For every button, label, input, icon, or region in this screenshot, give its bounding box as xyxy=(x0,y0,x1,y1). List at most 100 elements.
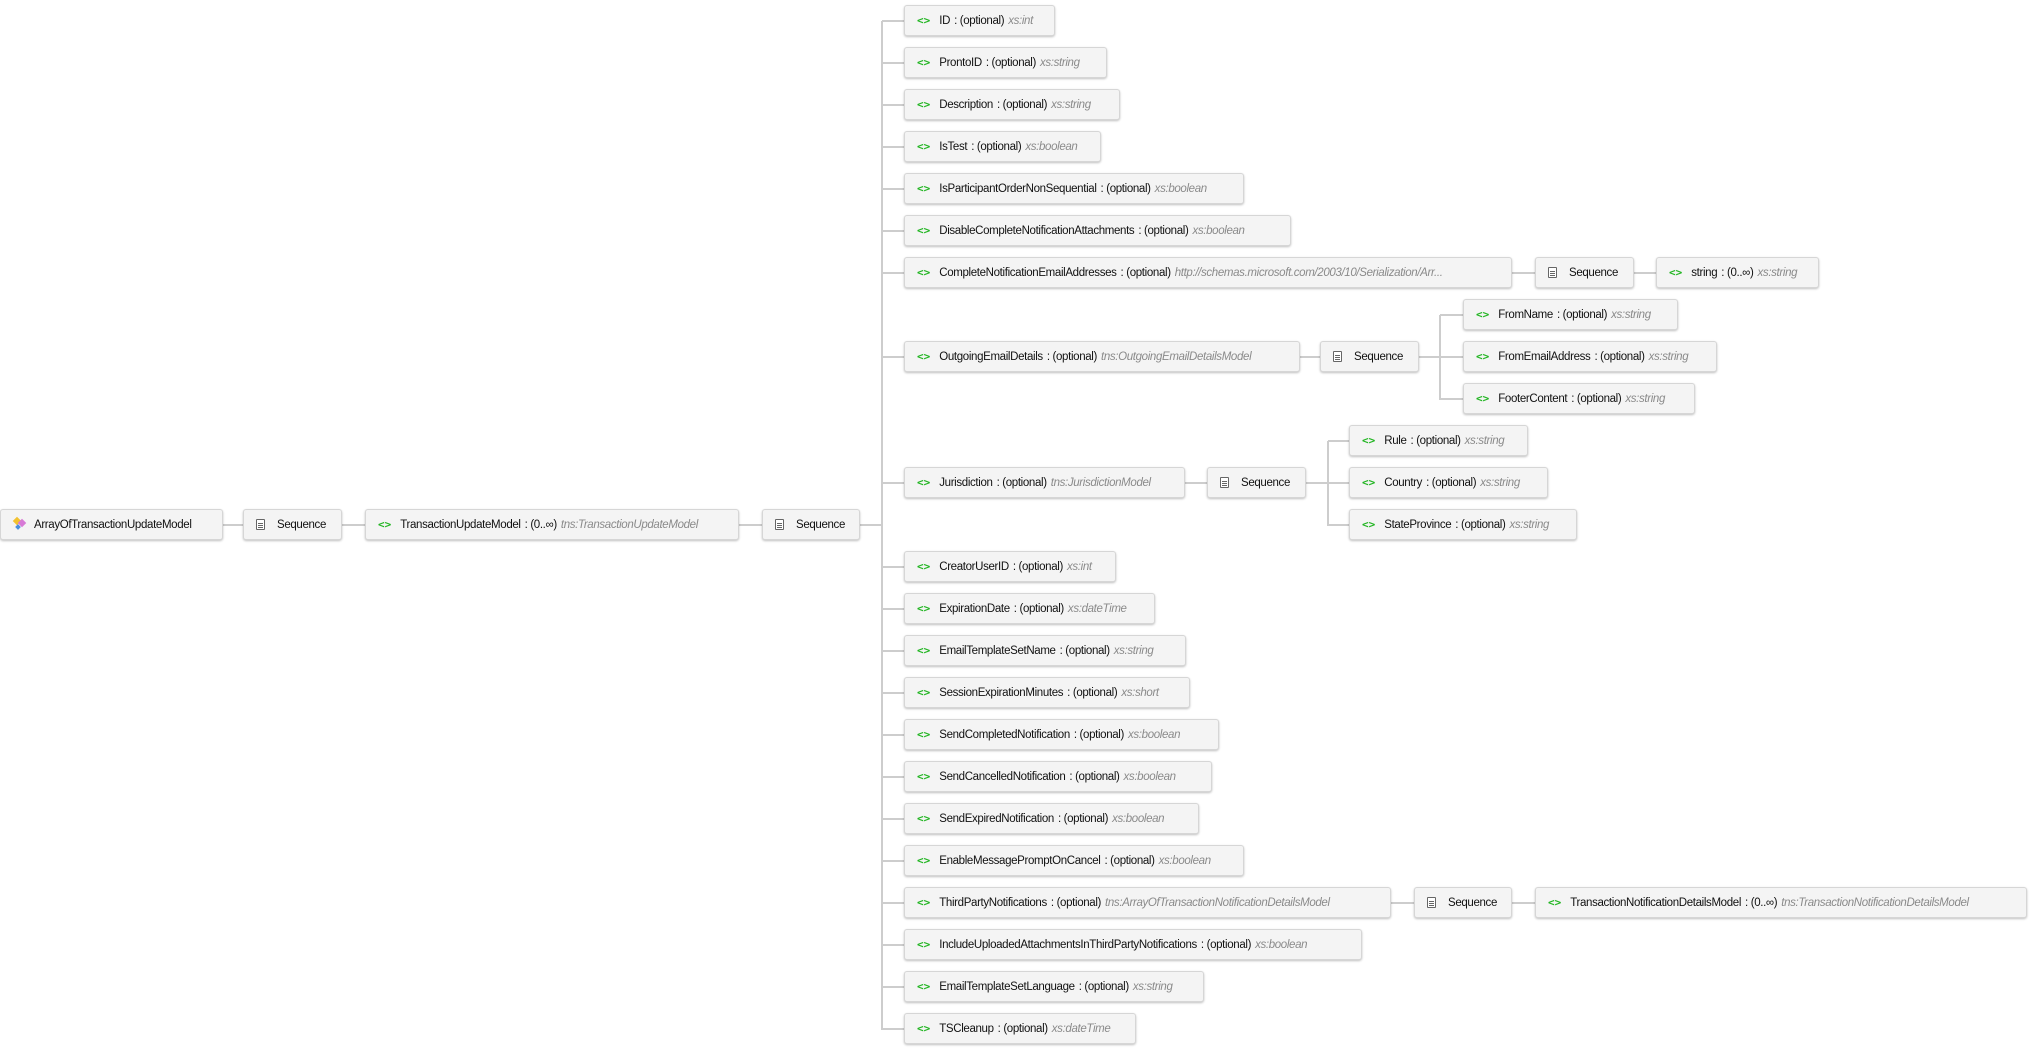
sequence-node[interactable]: Sequence xyxy=(1207,467,1306,499)
element-node[interactable]: <>SendCompletedNotification: (optional)x… xyxy=(904,719,1219,751)
element-type: xs:boolean xyxy=(1158,854,1211,867)
element-node[interactable]: <>SendCancelledNotification: (optional)x… xyxy=(904,761,1212,793)
sequence-icon xyxy=(1427,897,1436,909)
element-node[interactable]: <>IsTest: (optional)xs:boolean xyxy=(904,131,1101,163)
connector-line xyxy=(1328,481,1349,484)
element-icon: <> xyxy=(917,266,931,280)
element-occurrence: : (optional) xyxy=(1078,980,1129,993)
element-node[interactable]: <>ThirdPartyNotifications: (optional)tns… xyxy=(904,887,1391,919)
element-node[interactable]: <>Rule: (optional)xs:string xyxy=(1349,425,1528,457)
element-type: xs:boolean xyxy=(1192,224,1245,237)
sequence-icon xyxy=(775,519,784,531)
element-node[interactable]: <>TransactionNotificationDetailsModel: (… xyxy=(1535,887,2027,919)
sequence-label: Sequence xyxy=(1354,350,1403,363)
element-icon: <> xyxy=(917,896,931,910)
element-node[interactable]: <>Description: (optional)xs:string xyxy=(904,89,1120,121)
element-node[interactable]: <>EnableMessagePromptOnCancel: (optional… xyxy=(904,845,1244,877)
sequence-label: Sequence xyxy=(1448,896,1497,909)
root-complex-type-node[interactable]: ArrayOfTransactionUpdateModel xyxy=(0,509,223,541)
connector-line xyxy=(882,61,904,64)
sequence-node[interactable]: Sequence xyxy=(1320,341,1419,373)
element-type: tns:JurisdictionModel xyxy=(1050,476,1151,489)
sequence-icon xyxy=(1548,267,1557,279)
element-node[interactable]: <> CreatorUserID: (optional)xs:int xyxy=(904,551,1116,583)
element-type: xs:string xyxy=(1757,266,1798,279)
sequence-node[interactable]: Sequence xyxy=(243,509,342,541)
element-type: xs:dateTime xyxy=(1067,602,1127,615)
sequence-label: Sequence xyxy=(1569,266,1618,279)
element-node[interactable]: <>EmailTemplateSetName: (optional)xs:str… xyxy=(904,635,1186,667)
element-name: ProntoID xyxy=(939,56,982,69)
element-icon: <> xyxy=(917,476,931,490)
element-icon: <> xyxy=(1476,392,1490,406)
element-occurrence: : (optional) xyxy=(996,98,1048,111)
element-name: ThirdPartyNotifications xyxy=(939,896,1047,909)
element-node[interactable]: <>DisableCompleteNotificationAttachments… xyxy=(904,215,1291,247)
element-node[interactable]: <>SendExpiredNotification: (optional)xs:… xyxy=(904,803,1199,835)
element-icon: <> xyxy=(1476,308,1490,322)
element-occurrence: : (optional) xyxy=(985,56,1036,69)
connector-line xyxy=(882,19,904,22)
element-icon: <> xyxy=(917,1022,931,1036)
element-node[interactable]: <>IsParticipantOrderNonSequential: (opti… xyxy=(904,173,1244,205)
element-node[interactable]: <>TSCleanup: (optional)xs:dateTime xyxy=(904,1013,1136,1045)
element-node[interactable]: <>Jurisdiction: (optional)tns:Jurisdicti… xyxy=(904,467,1185,499)
element-type: xs:boolean xyxy=(1154,182,1207,195)
element-name: CreatorUserID xyxy=(939,560,1009,573)
element-node[interactable]: <>OutgoingEmailDetails: (optional)tns:Ou… xyxy=(904,341,1300,373)
connector-line xyxy=(882,817,904,820)
element-node[interactable]: <>EmailTemplateSetLanguage: (optional)xs… xyxy=(904,971,1204,1003)
element-name: IncludeUploadedAttachmentsInThirdPartyNo… xyxy=(939,938,1197,951)
sequence-node[interactable]: Sequence xyxy=(1535,257,1634,289)
element-node[interactable]: <>SessionExpirationMinutes: (optional)xs… xyxy=(904,677,1190,709)
element-node[interactable]: <>Country: (optional)xs:string xyxy=(1349,467,1548,499)
element-name: SendExpiredNotification xyxy=(939,812,1054,825)
element-node[interactable]: <>ID: (optional)xs:int xyxy=(904,5,1055,37)
element-icon: <> xyxy=(917,560,931,574)
element-type: xs:boolean xyxy=(1025,140,1078,153)
element-node[interactable]: <>string: (0..∞)xs:string xyxy=(1656,257,1819,289)
element-occurrence: : (optional) xyxy=(1073,728,1124,741)
element-icon: <> xyxy=(917,770,931,784)
element-type: xs:int xyxy=(1066,560,1092,573)
sequence-node[interactable]: Sequence xyxy=(762,509,860,541)
element-node[interactable]: <>FromName: (optional)xs:string xyxy=(1463,299,1678,331)
sequence-icon xyxy=(1333,351,1342,363)
element-node[interactable]: <>IncludeUploadedAttachmentsInThirdParty… xyxy=(904,929,1362,961)
element-node[interactable]: <>CompleteNotificationEmailAddresses: (o… xyxy=(904,257,1512,289)
element-type: xs:string xyxy=(1648,350,1689,363)
element-node[interactable]: <>FromEmailAddress: (optional)xs:string xyxy=(1463,341,1717,373)
element-type: xs:string xyxy=(1611,308,1651,321)
element-icon: <> xyxy=(1669,266,1683,280)
element-icon: <> xyxy=(1548,896,1562,910)
element-icon: <> xyxy=(917,224,931,238)
element-icon: <> xyxy=(1362,476,1376,490)
connector-line xyxy=(882,355,904,358)
element-node[interactable]: <>FooterContent: (optional)xs:string xyxy=(1463,383,1695,415)
element-occurrence: : (optional) xyxy=(1012,560,1063,573)
sequence-node[interactable]: Sequence xyxy=(1414,887,1512,919)
element-icon: <> xyxy=(917,98,931,112)
element-type: xs:boolean xyxy=(1255,938,1308,951)
connector-line xyxy=(1440,313,1463,316)
element-occurrence: : (optional) xyxy=(1050,896,1102,909)
element-occurrence: : (optional) xyxy=(1571,392,1622,405)
element-icon: <> xyxy=(1362,518,1376,532)
element-name: IsTest xyxy=(939,140,968,153)
element-name: EnableMessagePromptOnCancel xyxy=(939,854,1101,867)
connector-line xyxy=(882,943,904,946)
element-occurrence: : (optional) xyxy=(1200,938,1252,951)
connector-line xyxy=(882,607,904,610)
connector-line xyxy=(882,565,904,568)
element-node[interactable]: <>StateProvince: (optional)xs:string xyxy=(1349,509,1577,541)
element-node[interactable]: <>TransactionUpdateModel: (0..∞)tns:Tran… xyxy=(365,509,739,541)
element-node[interactable]: <>ExpirationDate: (optional)xs:dateTime xyxy=(904,593,1155,625)
connector-line xyxy=(1440,397,1463,400)
element-node[interactable]: <>ProntoID: (optional)xs:string xyxy=(904,47,1107,79)
connector-line xyxy=(882,733,904,736)
root-name: ArrayOfTransactionUpdateModel xyxy=(34,518,192,531)
element-occurrence: : (0..∞) xyxy=(524,518,558,531)
element-type: tns:TransactionUpdateModel xyxy=(560,518,698,531)
element-name: TSCleanup xyxy=(939,1022,994,1035)
